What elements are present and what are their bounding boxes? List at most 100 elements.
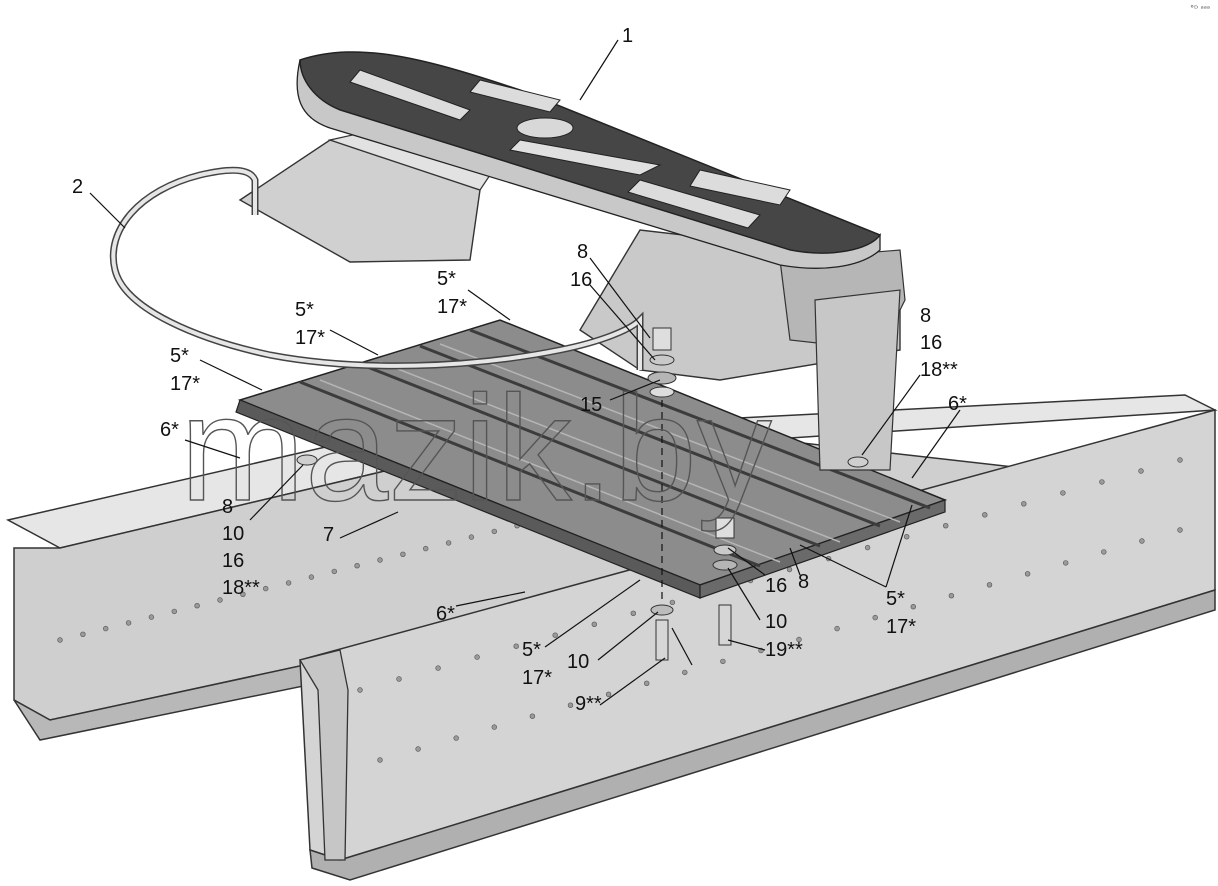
frame-hole (415, 746, 421, 752)
frame-hole (445, 540, 452, 546)
watermark: mazik.by (180, 364, 772, 532)
frame-hole (605, 691, 612, 697)
callout-16d: 16 (765, 575, 787, 597)
callout-7: 7 (323, 524, 334, 546)
saddle-brackets (238, 119, 906, 471)
frame-hole (529, 713, 536, 719)
frame-hole (57, 637, 63, 643)
callout-1: 1 (622, 25, 633, 47)
fifth-wheel-plate (296, 51, 882, 269)
callout-5-left: 5* (170, 345, 189, 367)
callout-18b: 18** (920, 359, 958, 381)
frame-hole (80, 631, 86, 637)
callout-9: 9** (575, 693, 602, 715)
frame-hole (948, 592, 955, 599)
frame-hole (263, 585, 269, 592)
frame-hole (986, 582, 993, 588)
callout-17-right: 17* (886, 616, 916, 638)
callout-15: 15 (580, 394, 602, 416)
frame-hole (903, 533, 910, 540)
frame-hole (1062, 560, 1069, 566)
frame-hole (435, 665, 441, 671)
callout-17-bottom: 17* (522, 667, 552, 689)
frame-hole (669, 599, 676, 606)
frame-hole (194, 602, 200, 609)
frame-hole (285, 580, 292, 586)
frame-hole (1099, 479, 1105, 485)
frame-hole (102, 625, 109, 632)
frame-hole (377, 557, 383, 563)
frame-hole (423, 545, 429, 552)
frame-hole (1024, 571, 1031, 577)
frame-hole (377, 757, 383, 763)
frame-hole (786, 566, 793, 573)
callout-6-right: 6* (948, 393, 967, 415)
frame-hole (396, 676, 402, 682)
frame-hole (400, 551, 406, 557)
frame-hole (125, 620, 132, 626)
frame-hole (491, 724, 497, 730)
frame-hole (630, 610, 636, 616)
frame-hole (643, 680, 650, 686)
frame-hole (1138, 468, 1144, 474)
frame-hole (491, 528, 497, 535)
frame-hole (1101, 549, 1107, 555)
frame-hole (720, 658, 726, 665)
callout-17-upper: 17* (437, 296, 467, 318)
frame-hole (240, 591, 246, 597)
callout-8a: 8 (577, 241, 588, 263)
callout-10c: 10 (222, 523, 244, 545)
callout-10d: 10 (765, 611, 787, 633)
frame-holes (57, 457, 1183, 763)
frame-hole (453, 735, 459, 741)
callout-16c: 16 (222, 550, 244, 572)
frame-hole (357, 687, 363, 693)
leader-lines (89, 39, 961, 706)
mounting-plate (235, 319, 948, 599)
frame-hole (354, 562, 360, 569)
frame-hole (872, 614, 878, 621)
callout-16b: 16 (920, 332, 942, 354)
frame-hole (1177, 457, 1183, 463)
callout-16a: 16 (570, 269, 592, 291)
frame-hole (982, 512, 988, 518)
callout-19: 19** (765, 639, 803, 661)
callout-17-mid: 17* (295, 327, 325, 349)
frame-hole (171, 608, 178, 615)
callout-5-bottom: 5* (522, 639, 541, 661)
frame-hole (796, 636, 802, 643)
frame-hole (591, 621, 597, 627)
callout-labels: 1 2 8 16 5* 17* 5* 17* 5* 17* 6* 15 8 16… (72, 25, 967, 715)
callout-5-mid: 5* (295, 299, 314, 321)
callout-5-right: 5* (886, 588, 905, 610)
frame-hole (567, 702, 574, 708)
frame-hole (864, 544, 871, 551)
frame-hole (834, 625, 840, 632)
frame-hole (513, 643, 519, 649)
callout-6-bottom: 6* (436, 603, 455, 625)
frame-hole (942, 522, 949, 529)
frame-hole (910, 603, 916, 610)
callout-8d: 8 (798, 571, 809, 593)
callout-2: 2 (72, 176, 83, 198)
frame-hole (468, 534, 475, 540)
frame-hole (148, 614, 155, 620)
frame-hole (1060, 490, 1066, 496)
fasteners (296, 327, 869, 661)
frame-hole (308, 574, 315, 580)
frame-hole (331, 568, 337, 575)
callout-6-left: 6* (160, 419, 179, 441)
frame-hole (474, 654, 480, 660)
callout-5-upper: 5* (437, 268, 456, 290)
frame-hole (1139, 538, 1145, 544)
frame-hole (217, 597, 223, 603)
hose-loop (109, 166, 644, 370)
corner-mark: °ᴰ ᵃᵃᵃ (1190, 4, 1210, 13)
callout-10e: 10 (567, 651, 589, 673)
frame-hole (1177, 527, 1183, 533)
callout-18c: 18** (222, 577, 260, 599)
callout-17-left: 17* (170, 373, 200, 395)
callout-8b: 8 (920, 305, 931, 327)
